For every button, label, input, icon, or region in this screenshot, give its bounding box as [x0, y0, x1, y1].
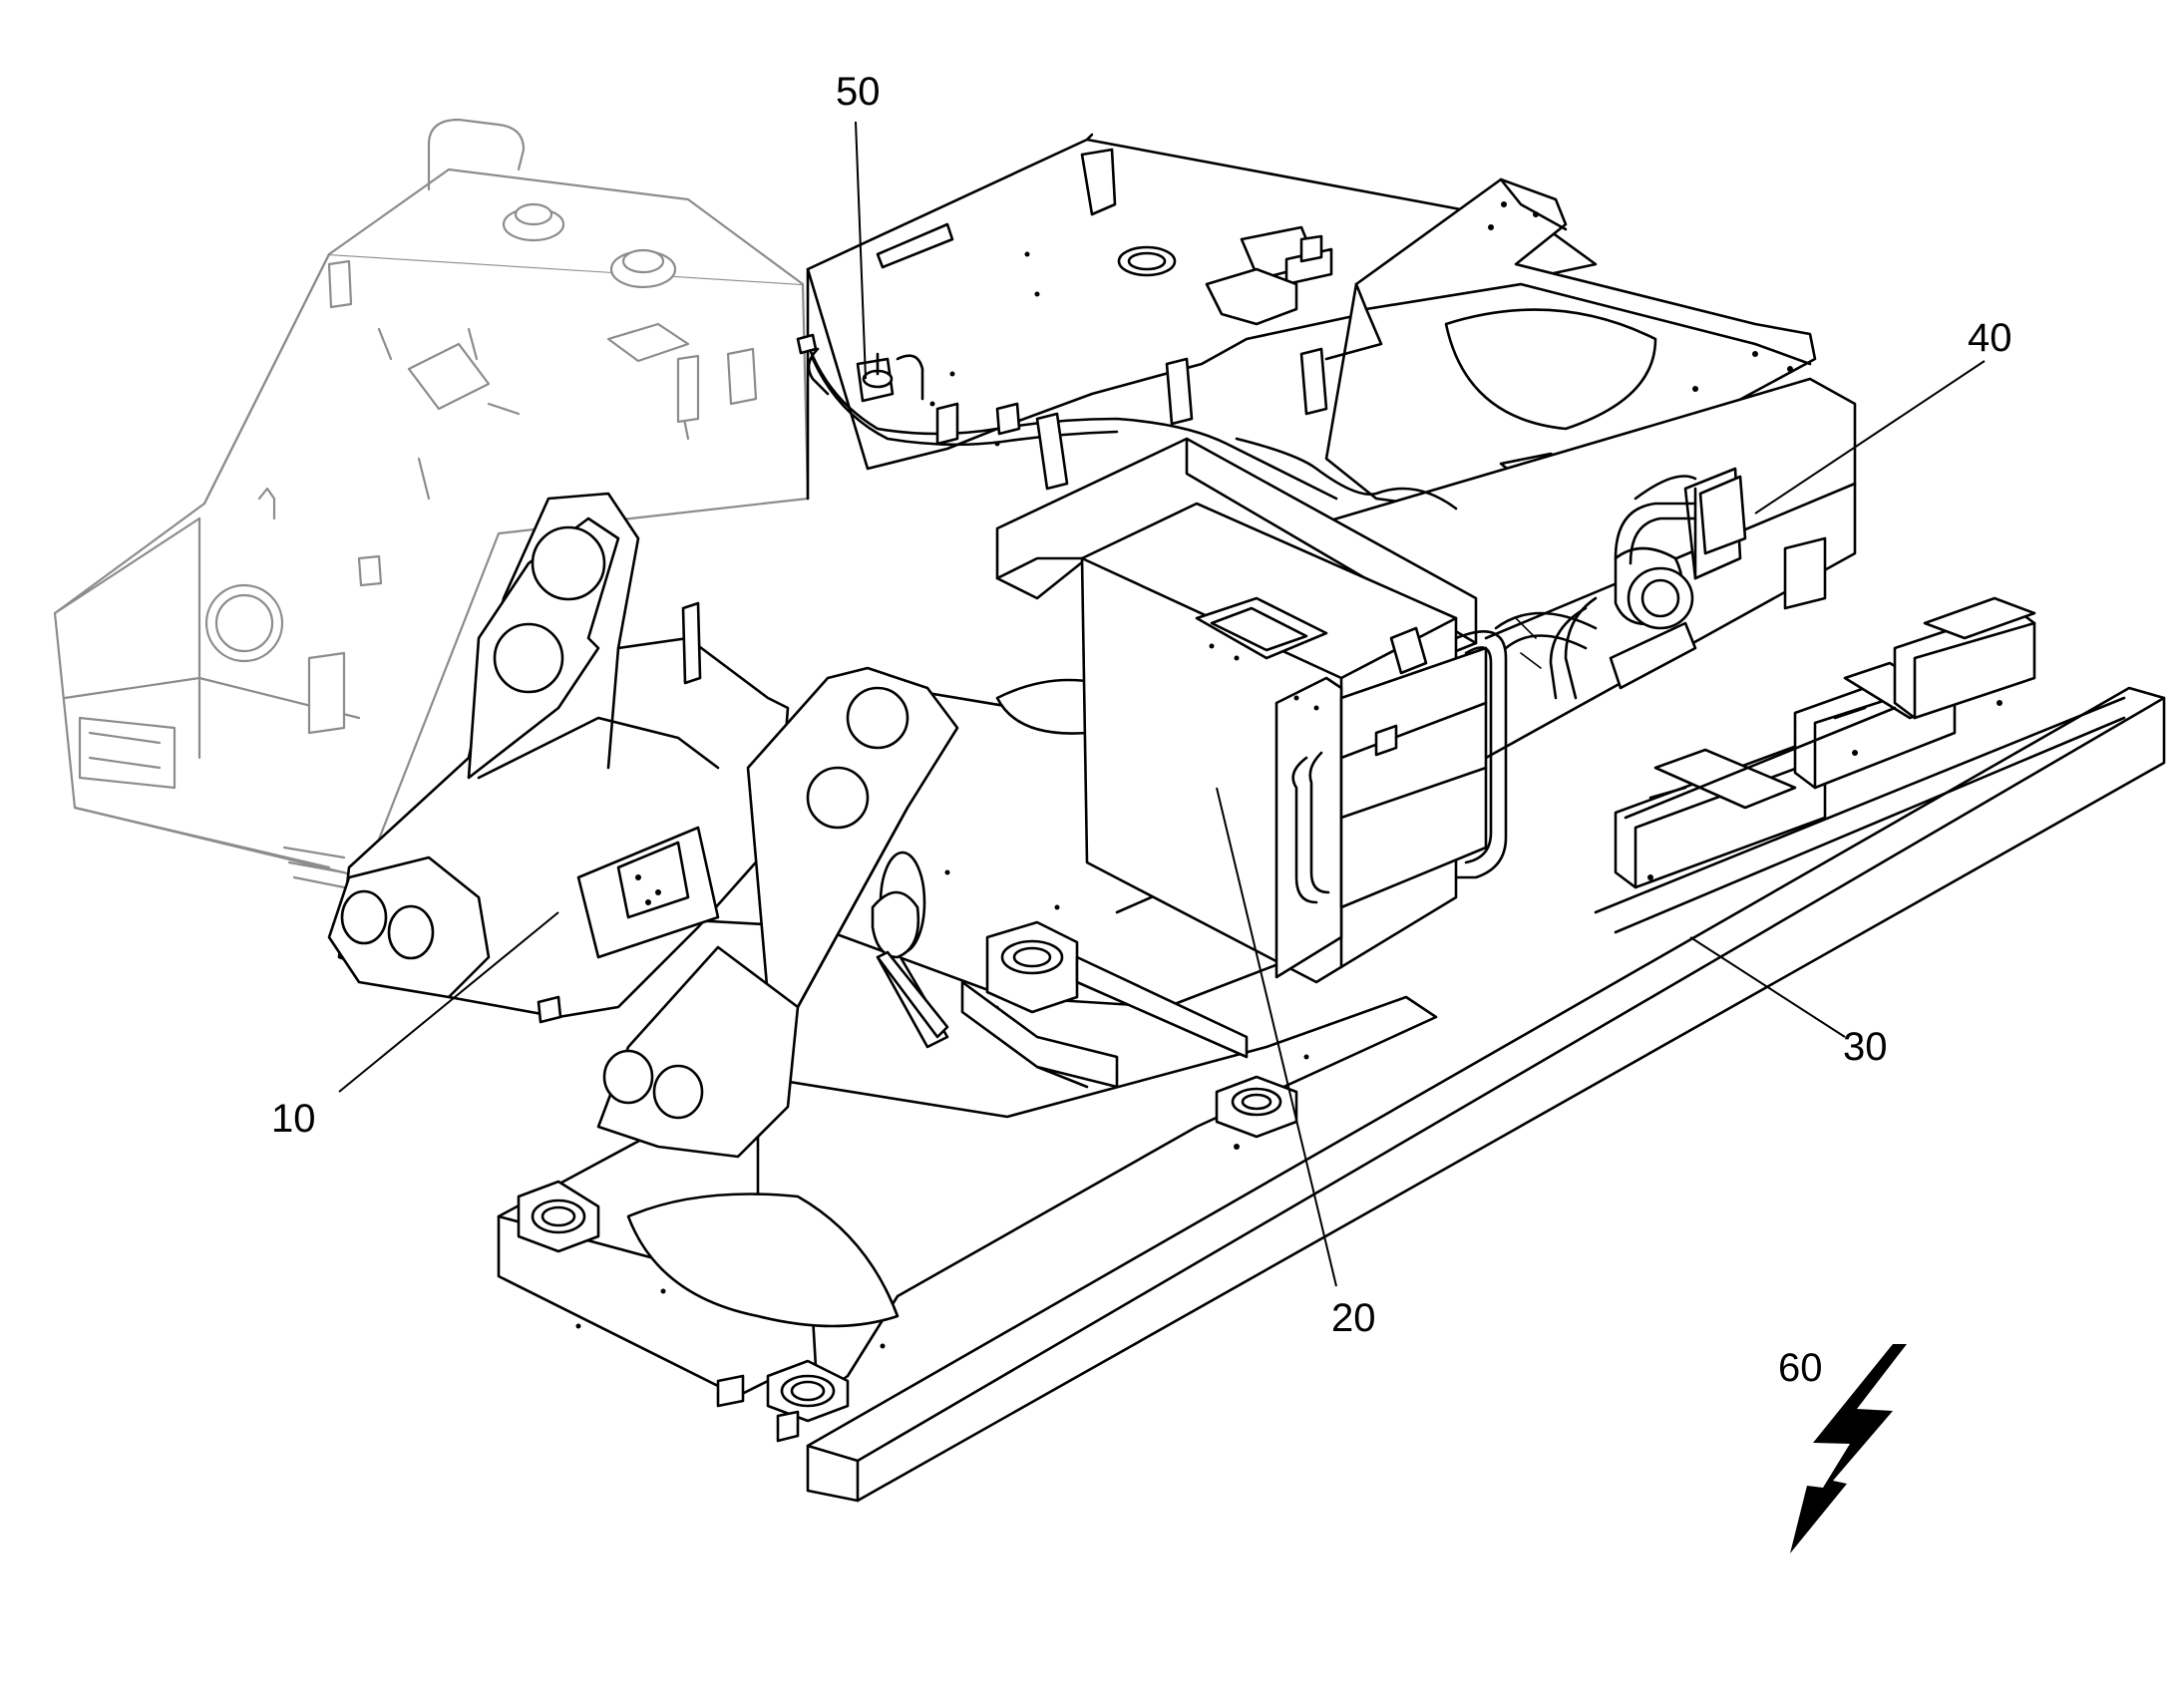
ref-label-20: 20 — [1331, 1296, 1376, 1340]
ref-label-30: 30 — [1843, 1025, 1888, 1069]
ref-label-60: 60 — [1778, 1346, 1823, 1390]
ref-label-40: 40 — [1968, 316, 2012, 360]
battery-box — [1080, 502, 1508, 984]
boom-bracket — [327, 492, 790, 1024]
leader-lines — [338, 121, 1986, 1287]
reference-numerals: 50 40 30 10 20 60 — [271, 70, 2012, 1390]
ref-label-10: 10 — [271, 1097, 316, 1141]
lightning-symbol — [1790, 1344, 1907, 1553]
upper-frame-rear — [806, 133, 1598, 501]
hydraulic-unit — [1494, 467, 1747, 700]
batteries — [1614, 596, 2036, 889]
ref-label-50: 50 — [836, 70, 881, 114]
rear-engine-hood — [53, 118, 810, 889]
side-rail — [806, 686, 2166, 1503]
